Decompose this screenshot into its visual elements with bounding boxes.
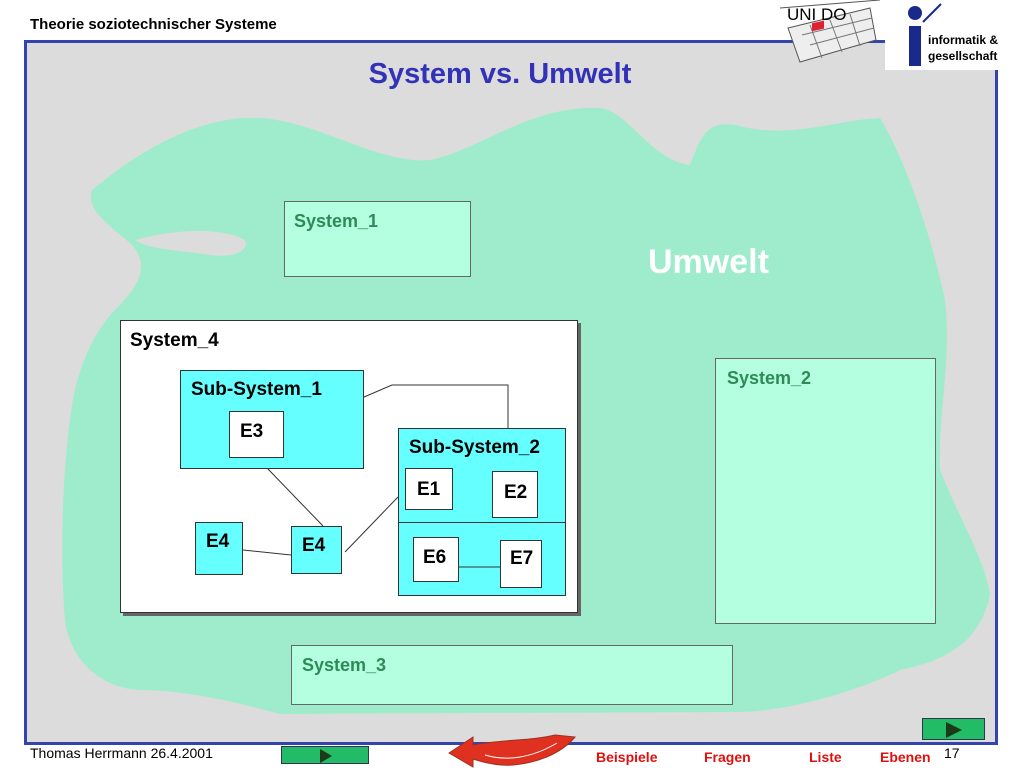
system-1-box [284, 201, 471, 277]
link-beispiele[interactable]: Beispiele [596, 749, 658, 765]
uni-do-logo [780, 0, 880, 63]
logo-line-1: informatik & [928, 33, 999, 47]
informatik-gesellschaft-logo-text: informatik & gesellschaft [928, 32, 998, 64]
play-arrow-icon [320, 749, 332, 763]
header-title: Theorie soziotechnischer Systeme [30, 16, 277, 33]
element-e7-box [500, 540, 542, 588]
link-fragen[interactable]: Fragen [704, 749, 751, 765]
element-e2-box [492, 471, 538, 518]
system-3-box [291, 645, 733, 705]
informatik-gesellschaft-logo [885, 0, 1024, 70]
element-e3-box [229, 411, 284, 458]
play-arrow-icon [946, 722, 962, 738]
system-2-box [715, 358, 936, 624]
element-e1-box [405, 468, 453, 510]
return-arrow-icon[interactable] [445, 733, 580, 768]
link-ebenen[interactable]: Ebenen [880, 749, 931, 765]
uni-do-logo-text: UNI DO [787, 5, 847, 24]
element-e4-left-box [195, 522, 243, 575]
page-number: 17 [944, 745, 960, 761]
sub-system-2-label: Sub-System_2 [409, 437, 540, 458]
system-4-label: System_4 [130, 330, 219, 351]
element-e6-box [413, 537, 459, 582]
system-2-label: System_2 [727, 368, 812, 388]
next-slide-button[interactable] [922, 718, 985, 740]
element-e7-label: E7 [510, 548, 534, 569]
element-e4-left-label: E4 [206, 531, 230, 552]
system-3-label: System_3 [302, 655, 387, 675]
element-e2-label: E2 [504, 482, 528, 503]
sub-system-2-divider [398, 522, 566, 523]
system-1-label: System_1 [294, 211, 379, 231]
slide-title: System vs. Umwelt [368, 58, 632, 90]
next-button-footer[interactable] [281, 746, 369, 764]
element-e1-label: E1 [417, 479, 441, 500]
element-e4-right-box [291, 526, 342, 574]
element-e3-label: E3 [240, 421, 264, 442]
sub-system-1-label: Sub-System_1 [191, 379, 322, 400]
element-e6-label: E6 [423, 547, 447, 568]
environment-label: Umwelt [648, 243, 769, 281]
footer-author: Thomas Herrmann 26.4.2001 [30, 745, 213, 761]
link-liste[interactable]: Liste [809, 749, 842, 765]
logo-line-2: gesellschaft [928, 49, 998, 63]
i-logo-icon [908, 3, 942, 66]
element-e4-right-label: E4 [302, 535, 326, 556]
